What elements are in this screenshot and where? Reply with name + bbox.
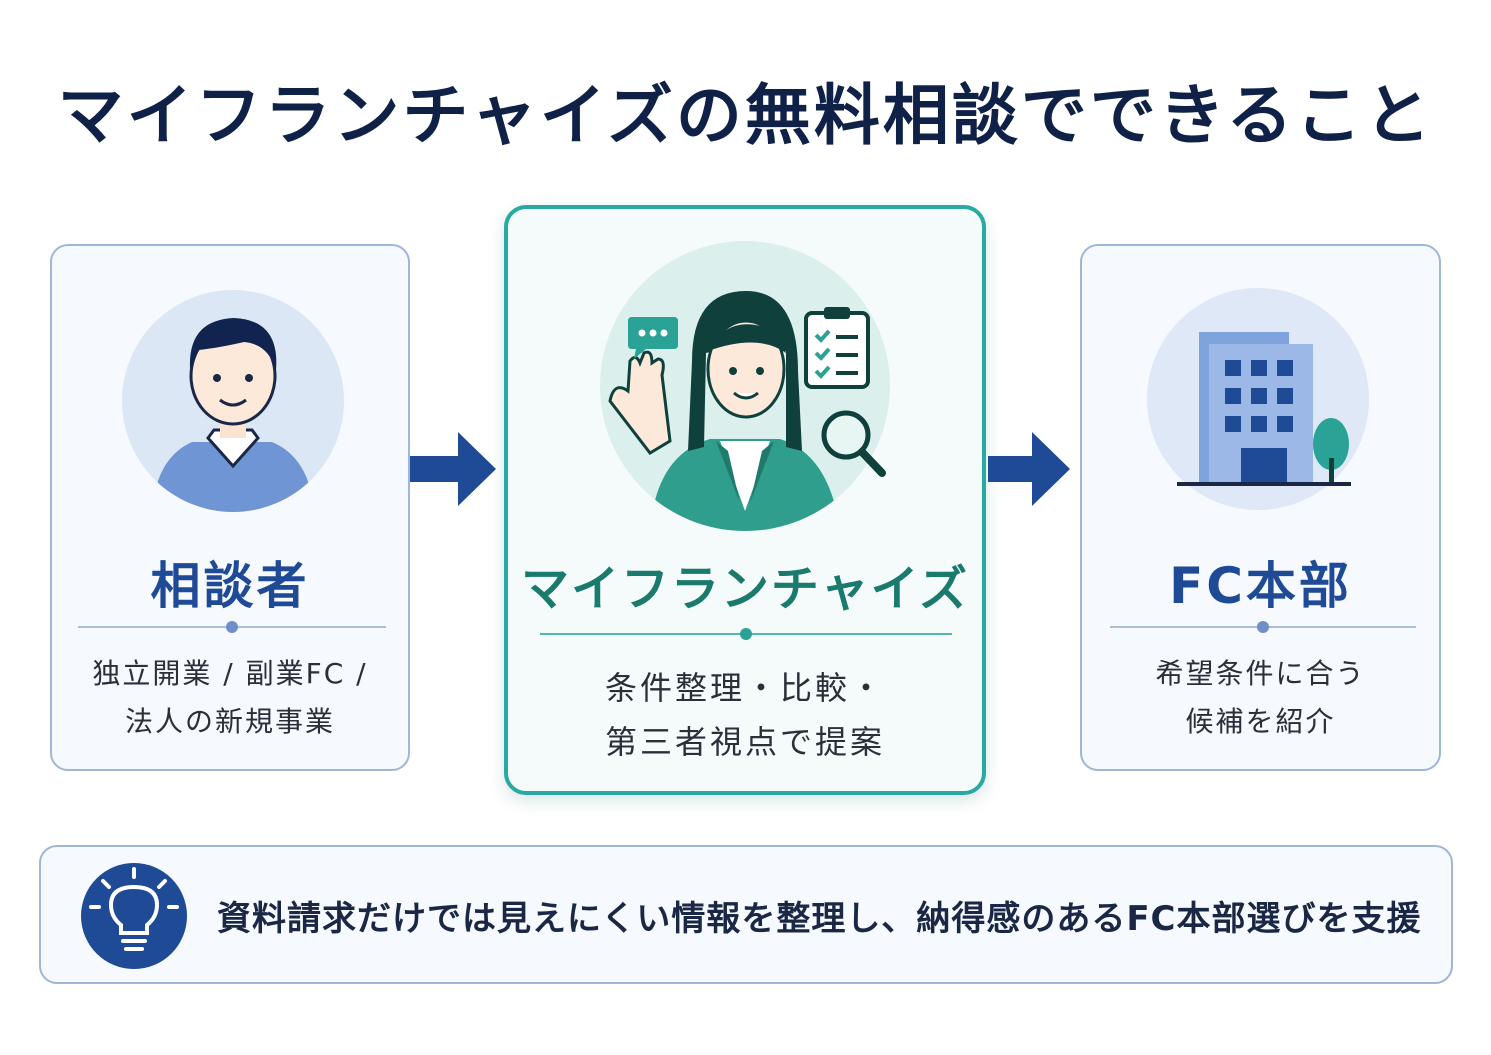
lightbulb-icon [81, 863, 187, 969]
consultant-title: 相談者 [150, 557, 310, 615]
arrow-right-icon [410, 432, 496, 506]
arrow-right-icon [988, 432, 1070, 506]
myfranchise-title: マイフランチャイズ [520, 561, 970, 617]
fc-headquarters-title: FC本部 [1169, 557, 1352, 615]
fc-headquarters-card: FC本部 希望条件に合う 候補を紹介 [1080, 244, 1441, 771]
page-title: マイフランチャイズの無料相談でできること [57, 77, 1434, 154]
chat-bubble-icon [628, 317, 678, 359]
myfranchise-description: 条件整理・比較・ 第三者視点で提案 [604, 669, 885, 761]
consultant-description: 独立開業 / 副業FC / 法人の新規事業 [92, 657, 368, 738]
divider [540, 628, 952, 640]
fc-headquarters-description: 希望条件に合う 候補を紹介 [1155, 657, 1366, 738]
consultant-card: 相談者 独立開業 / 副業FC / 法人の新規事業 [50, 244, 410, 771]
banner-text: 資料請求だけでは見えにくい情報を整理し、納得感のあるFC本部選びを支援 [217, 899, 1422, 939]
magnifier-icon [821, 410, 886, 477]
myfranchise-card: マイフランチャイズ 条件整理・比較・ 第三者視点で提案 [504, 205, 986, 795]
support-banner: 資料請求だけでは見えにくい情報を整理し、納得感のあるFC本部選びを支援 [39, 845, 1453, 984]
consultant-man-icon [122, 290, 344, 512]
divider [78, 621, 386, 633]
divider [1110, 621, 1416, 633]
office-building-icon [1147, 288, 1369, 510]
clipboard-checklist-icon [804, 307, 870, 389]
